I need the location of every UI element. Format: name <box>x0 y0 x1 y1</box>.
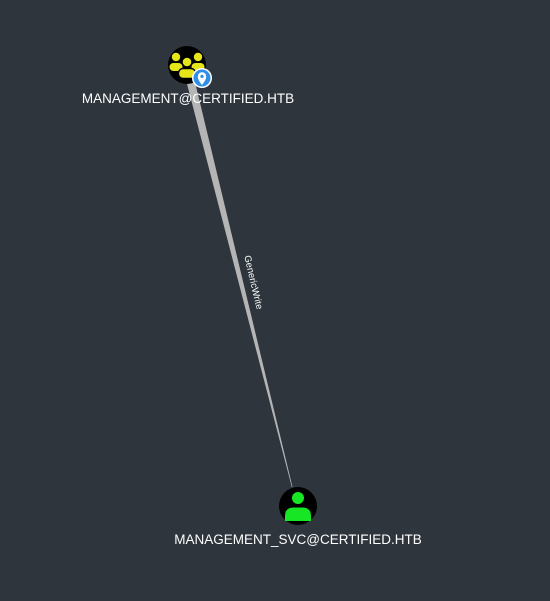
graph-edge[interactable]: GenericWrite <box>186 82 293 487</box>
group-node[interactable]: MANAGEMENT@CERTIFIED.HTB <box>82 46 294 106</box>
user-node-label: MANAGEMENT_SVC@CERTIFIED.HTB <box>174 532 421 547</box>
group-node-label: MANAGEMENT@CERTIFIED.HTB <box>82 91 294 106</box>
users-icon <box>169 52 205 80</box>
user-node[interactable]: MANAGEMENT_SVC@CERTIFIED.HTB <box>174 487 422 547</box>
map-pin-icon <box>192 68 212 88</box>
user-icon <box>285 492 311 521</box>
edge-line[interactable] <box>186 82 293 487</box>
